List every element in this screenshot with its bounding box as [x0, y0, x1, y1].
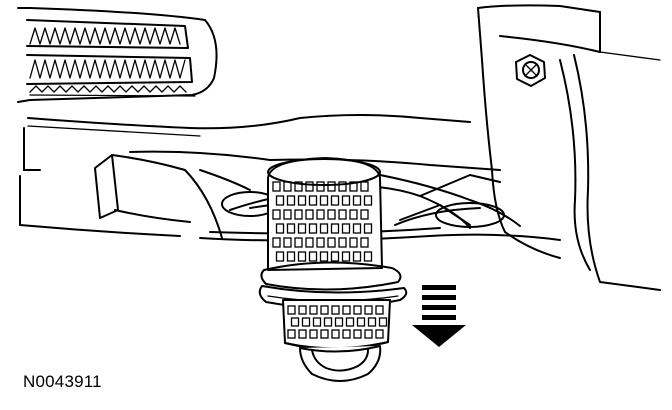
figure-id-label: N0043911 — [23, 372, 102, 391]
cooler-fins — [17, 7, 218, 103]
filter-grid-lower — [287, 305, 388, 339]
down-arrow-icon — [412, 285, 466, 347]
pan-bracing — [199, 174, 561, 242]
transmission-housing — [19, 114, 501, 239]
right-bracket — [477, 4, 661, 291]
filter-grid-upper — [272, 181, 373, 262]
oil-filter — [258, 157, 408, 382]
bolt-icon — [515, 54, 546, 87]
